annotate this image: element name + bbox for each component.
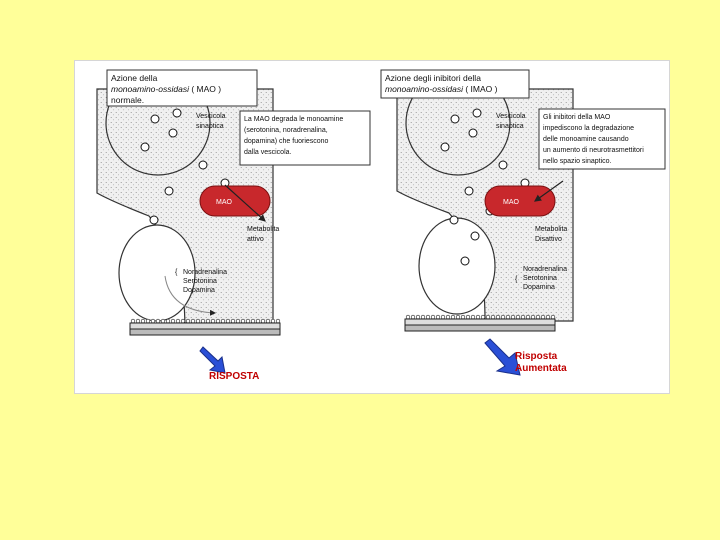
metabolite-label-2: Disattivo xyxy=(535,236,562,243)
response-label-1: Risposta xyxy=(515,351,558,362)
vesicle-lower xyxy=(419,218,495,314)
nt-label-1: Noradrenalina xyxy=(183,269,227,276)
callout-line-3: delle monoamine causando xyxy=(543,136,629,143)
callout-line-4: un aumento di neurotrasmettitori xyxy=(543,147,644,154)
postsynaptic-membrane xyxy=(405,315,555,331)
vesicle-label-2: sinaptica xyxy=(196,123,224,130)
panel-normal: Azione della monoamino-ossidasi ( MAO ) … xyxy=(97,70,370,382)
panel-title-line3: normale. xyxy=(111,95,144,105)
panel-title-line2: monoamino-ossidasi ( IMAO ) xyxy=(385,84,498,94)
mao-enzyme-label: MAO xyxy=(216,199,233,206)
panel-title-line1: Azione degli inibitori della xyxy=(385,73,481,83)
vesicle-label-1: Vescicola xyxy=(496,113,526,120)
mao-enzyme xyxy=(485,186,555,216)
response-arrow xyxy=(200,347,225,373)
callout-line-3: dopamina) che fuoriescono xyxy=(244,138,329,145)
nt-label-2: Serotonina xyxy=(183,278,217,285)
response-label-2: Aumentata xyxy=(515,363,567,374)
callout-line-5: nello spazio sinaptico. xyxy=(543,158,612,165)
diagram-figure: Azione della monoamino-ossidasi ( MAO ) … xyxy=(74,60,670,394)
callout-line-1: La MAO degrada le monoamine xyxy=(244,116,343,123)
response-label: RISPOSTA xyxy=(209,371,259,382)
vesicle-label-1: Vescicola xyxy=(196,113,226,120)
panel-title-line2: monoamino-ossidasi ( MAO ) xyxy=(111,84,221,94)
callout-line-1: Gli inibitori della MAO xyxy=(543,114,611,121)
metabolite-label-1: Metabolita xyxy=(247,226,279,233)
vesicle-label-2: sinaptica xyxy=(496,123,524,130)
panel-title-line1: Azione della xyxy=(111,73,158,83)
postsynaptic-membrane xyxy=(130,319,280,335)
metabolite-label-2: attivo xyxy=(247,236,264,243)
mao-enzyme xyxy=(200,186,270,216)
nt-label-3: Dopamina xyxy=(183,287,215,294)
callout-line-2: impediscono la degradazione xyxy=(543,125,634,132)
nt-label-1: Noradrenalina xyxy=(523,266,567,273)
nt-label-2: Serotonina xyxy=(523,275,557,282)
metabolite-label-1: Metabolita xyxy=(535,226,567,233)
nt-label-3: Dopamina xyxy=(523,284,555,291)
callout-line-2: (serotonina, noradrenalina, xyxy=(244,127,328,134)
mao-diagram: Azione della monoamino-ossidasi ( MAO ) … xyxy=(75,61,669,393)
callout-line-4: dalla vescicola. xyxy=(244,149,292,156)
panel-inhibitors: Azione degli inibitori della monoamino-o… xyxy=(381,70,665,375)
mao-enzyme-label: MAO xyxy=(503,199,520,206)
